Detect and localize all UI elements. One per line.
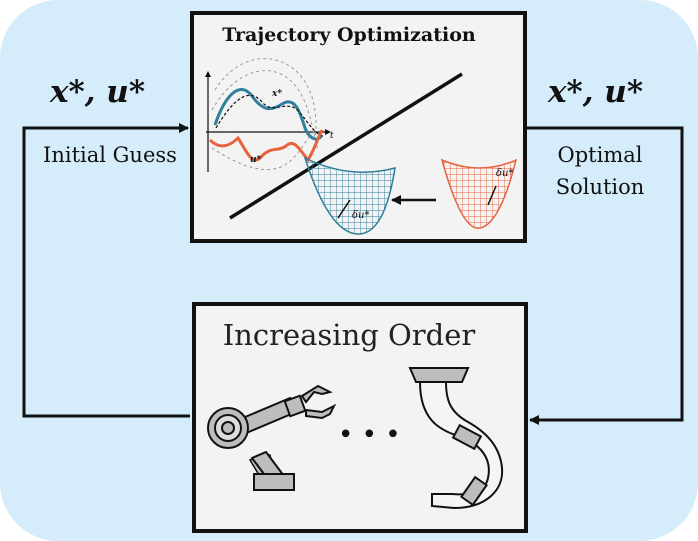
trajectory-optimization-title: Trajectory Optimization (222, 24, 476, 46)
plot-t-label: t (330, 131, 334, 141)
optimal-label: Optimal (557, 143, 643, 167)
teal-delta-arrow (337, 199, 351, 219)
orange-surface: δu* (440, 158, 518, 229)
teal-surface-label: δu* (352, 210, 369, 221)
left-guess-math: x*, u* (50, 74, 146, 110)
plot-u-label: u* (250, 155, 262, 165)
plot-dashed-bound (211, 70, 319, 151)
teal-trajectory (213, 88, 324, 141)
soft-robot-icon (408, 367, 504, 510)
increasing-order-title: Increasing Order (222, 318, 476, 352)
robot-arm-icon (207, 384, 337, 491)
ellipsis-dots: • • • (338, 420, 401, 450)
plot-x-label: x* (271, 89, 282, 99)
left-feedback-arrow (22, 123, 190, 418)
diagonal-divider (229, 72, 463, 220)
right-solution-math: x*, u* (548, 74, 644, 110)
orange-delta-arrow (487, 185, 497, 206)
teal-surface: δu* (303, 156, 396, 235)
plot-dashed-bound (214, 58, 317, 141)
state-trajectory (215, 94, 323, 137)
solution-label: Solution (555, 175, 645, 199)
orange-control (208, 129, 324, 163)
initial-guess-label: Initial Guess (43, 143, 177, 167)
right-feedback-arrow (527, 126, 684, 425)
trajectory-plot: t x* u* (205, 58, 334, 172)
plot-dashed-bound (211, 129, 316, 170)
orange-surface-label: δu* (496, 168, 513, 179)
